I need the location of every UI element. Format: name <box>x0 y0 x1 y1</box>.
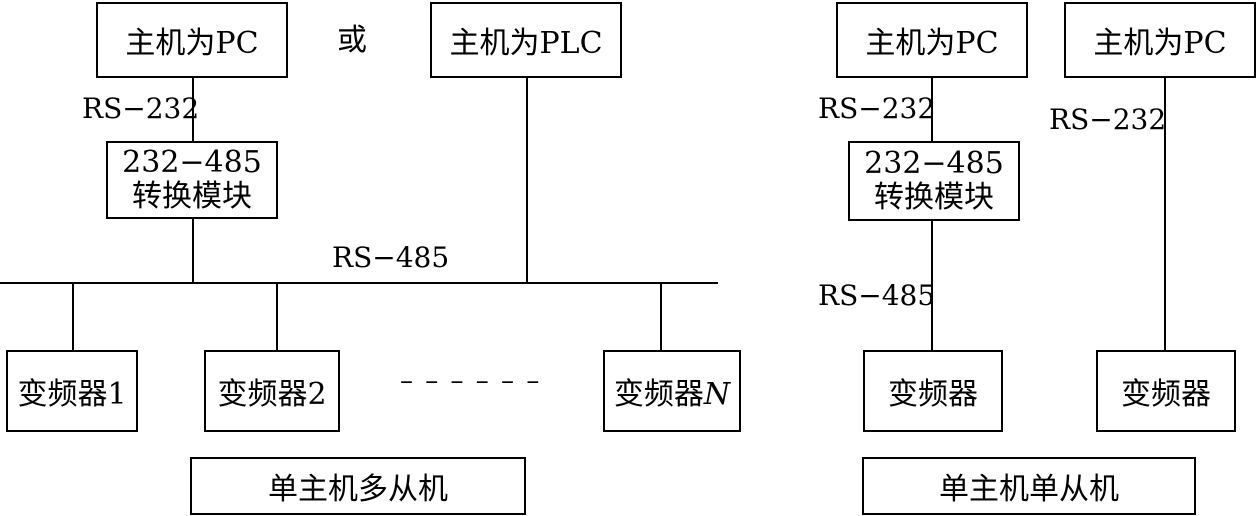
converter-module-box: 232−485 转换模块 <box>106 141 278 219</box>
inverter1-label: 变频器1 <box>17 377 127 412</box>
host-pc-b-box: 主机为PC <box>1064 2 1256 78</box>
host-pc-label: 主机为PC <box>125 26 259 61</box>
host-pc-b-label: 主机为PC <box>1093 26 1227 61</box>
converter-module-right-box: 232−485 转换模块 <box>848 141 1020 221</box>
host-pc-a-box: 主机为PC <box>836 2 1028 78</box>
inverter-b-label: 变频器 <box>1121 377 1211 412</box>
inverterN-suffix: N <box>703 377 731 412</box>
converter-right-line2: 转换模块 <box>874 180 994 215</box>
inverter-a-box: 变频器 <box>863 350 1003 432</box>
inverter1-drop <box>72 283 74 351</box>
inverterN-box: 变频器N <box>603 350 741 432</box>
caption-single-slave: 单主机单从机 <box>862 457 1196 515</box>
rs232-label: RS−232 <box>82 92 200 125</box>
converter-right-line1: 232−485 <box>864 146 1004 181</box>
rs232-label-b: RS−232 <box>1049 103 1167 136</box>
host-plc-label: 主机为PLC <box>449 26 603 61</box>
pc-b-inverter-b-link <box>1164 78 1166 351</box>
inverterN-label: 变频器N <box>614 369 730 413</box>
pc-rs232-link <box>192 78 194 142</box>
or-text: 或 <box>337 23 367 58</box>
caption-multi-slave: 单主机多从机 <box>190 457 526 515</box>
rs485-label-right: RS−485 <box>818 279 936 312</box>
inverter2-label: 变频器2 <box>217 377 327 412</box>
inverter2-box: 变频器2 <box>204 350 340 432</box>
plc-bus-link <box>526 78 528 283</box>
rs485-bus <box>0 282 718 284</box>
host-plc-box: 主机为PLC <box>430 2 622 78</box>
caption-multi-slave-text: 单主机多从机 <box>268 472 448 507</box>
host-pc-a-label: 主机为PC <box>865 26 999 61</box>
inverterN-drop <box>660 283 662 351</box>
inverter-b-box: 变频器 <box>1096 350 1236 432</box>
rs485-bus-label: RS−485 <box>332 241 450 274</box>
pc-a-rs232-link <box>931 78 933 142</box>
ellipsis-dashes: – – – – – – <box>400 366 542 396</box>
inverter2-drop <box>276 283 278 351</box>
converter-line1: 232−485 <box>122 145 262 180</box>
inverterN-prefix: 变频器 <box>613 377 704 412</box>
rs232-label-a: RS−232 <box>818 92 936 125</box>
inverter-a-label: 变频器 <box>888 377 978 412</box>
host-pc-box: 主机为PC <box>96 2 288 78</box>
converter-bus-link <box>192 219 194 283</box>
caption-single-slave-text: 单主机单从机 <box>939 472 1119 507</box>
converter-line2: 转换模块 <box>132 179 252 214</box>
converter-inverter-a-link <box>931 221 933 351</box>
inverter1-box: 变频器1 <box>6 350 138 432</box>
